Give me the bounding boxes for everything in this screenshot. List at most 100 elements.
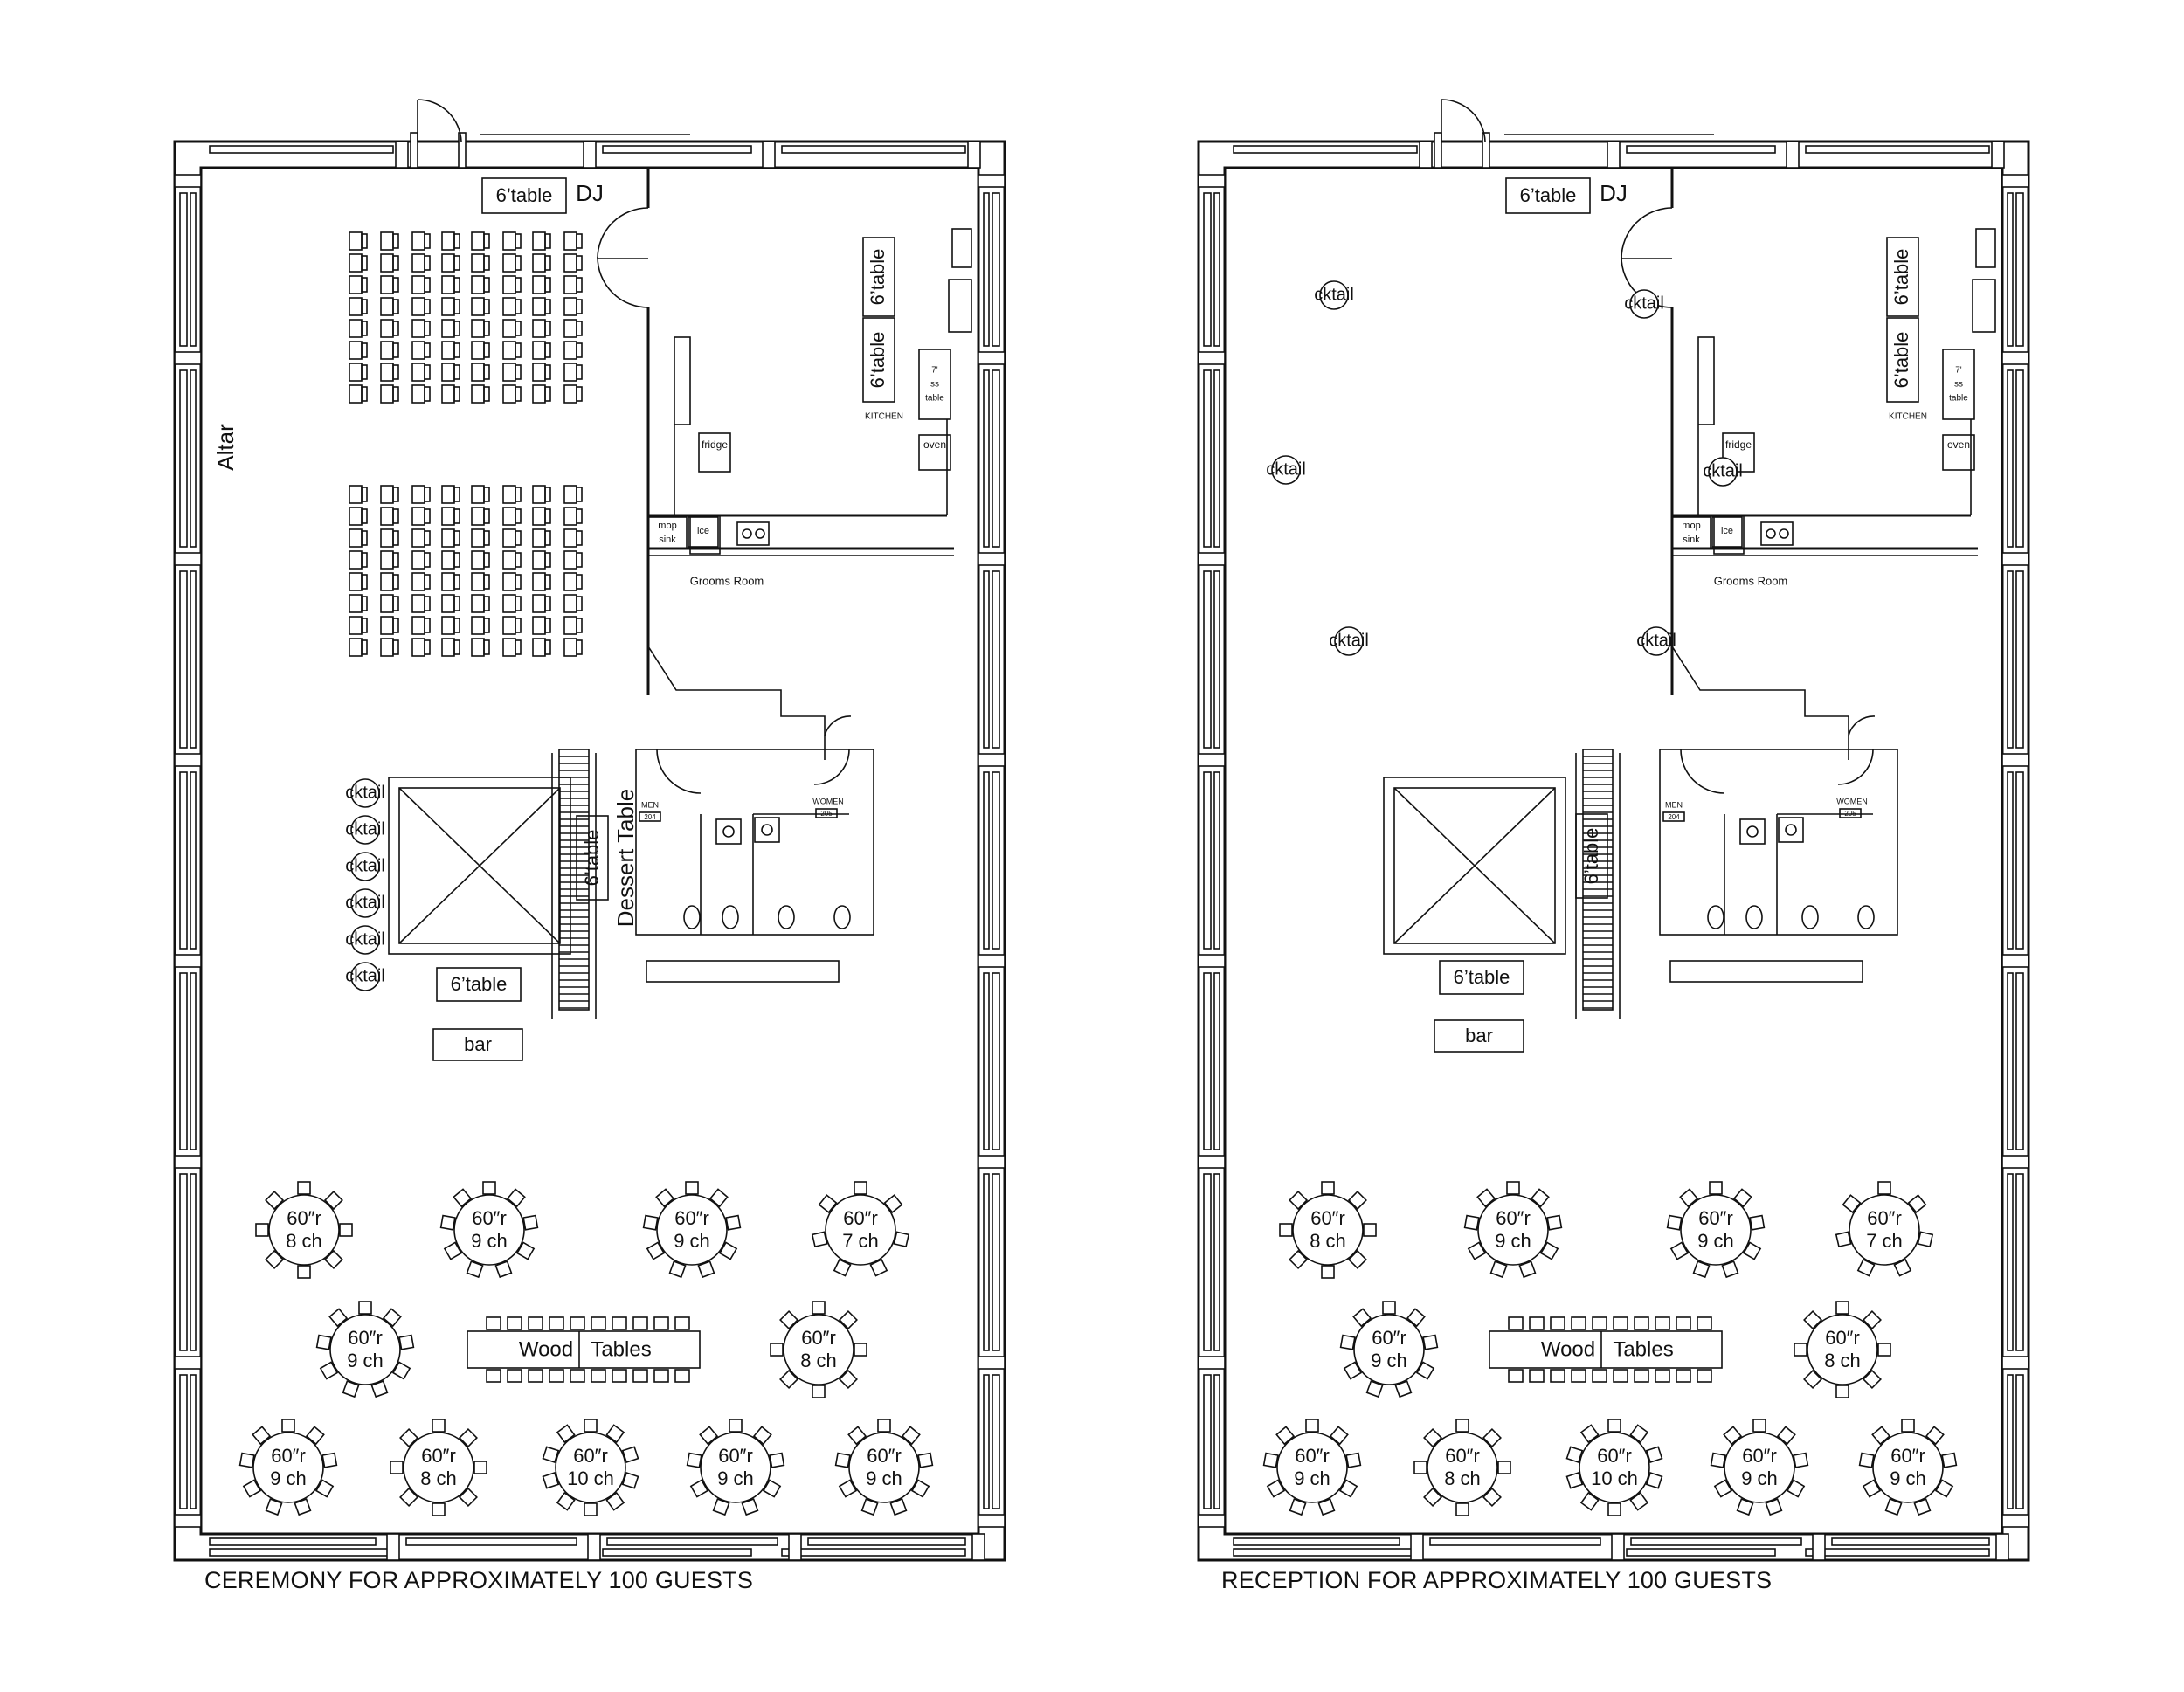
table-chairs-label: 9 ch bbox=[1890, 1468, 1926, 1489]
chair-back bbox=[453, 255, 460, 271]
chair-back bbox=[453, 299, 460, 314]
ceremony-chair bbox=[471, 594, 485, 613]
table-chairs-label: 9 ch bbox=[1697, 1230, 1734, 1252]
men-room-number: 204 bbox=[644, 813, 656, 821]
pillar bbox=[2001, 1155, 2029, 1169]
chair bbox=[653, 1369, 669, 1383]
round-table: 60″r8 ch bbox=[1794, 1301, 1891, 1398]
chair bbox=[1934, 1479, 1954, 1498]
chair bbox=[1666, 1214, 1683, 1231]
counter bbox=[674, 336, 691, 425]
chair bbox=[1765, 1498, 1783, 1516]
cocktail-label: cktail bbox=[345, 966, 385, 985]
window bbox=[179, 771, 188, 950]
chair bbox=[1497, 1461, 1511, 1474]
chair-back bbox=[453, 277, 460, 293]
chair bbox=[370, 1380, 389, 1398]
chair bbox=[549, 1369, 564, 1383]
cocktail-table bbox=[1629, 289, 1659, 319]
room-number-box bbox=[815, 808, 838, 818]
chair bbox=[847, 1426, 867, 1446]
sink-box bbox=[1778, 817, 1804, 843]
window bbox=[992, 1374, 1000, 1509]
chair bbox=[674, 1316, 690, 1330]
window bbox=[983, 192, 990, 347]
chair bbox=[1262, 1452, 1279, 1468]
chair-back bbox=[453, 508, 460, 524]
table-size-label: 60″r bbox=[573, 1445, 608, 1467]
prep-table bbox=[862, 317, 895, 403]
chair bbox=[1877, 1343, 1891, 1357]
round-table: 60″r8 ch bbox=[1413, 1419, 1511, 1516]
chair bbox=[432, 1502, 446, 1516]
chair-back bbox=[424, 299, 431, 314]
pillar bbox=[1812, 1533, 1826, 1561]
pillar bbox=[978, 1356, 1006, 1370]
prep-table-label: 6’table bbox=[1890, 249, 1912, 306]
table-size-label: 60″r bbox=[1698, 1207, 1733, 1229]
chair bbox=[458, 1428, 478, 1448]
window bbox=[2007, 369, 2014, 548]
chair-back bbox=[515, 508, 522, 524]
window bbox=[983, 369, 990, 548]
chair bbox=[883, 1194, 903, 1214]
pillar bbox=[174, 1514, 202, 1528]
pillar bbox=[2001, 954, 2029, 968]
ceremony-chair bbox=[349, 572, 363, 591]
chair-back bbox=[544, 255, 551, 271]
chair bbox=[1546, 1214, 1563, 1231]
ceremony-chair bbox=[471, 507, 485, 526]
round-table: 60″r8 ch bbox=[390, 1419, 487, 1516]
ceremony-chair bbox=[411, 341, 425, 360]
table-chairs-label: 10 ch bbox=[1591, 1468, 1638, 1489]
chair-back bbox=[576, 321, 583, 336]
ceremony-chair bbox=[563, 275, 577, 294]
chair bbox=[1289, 1249, 1309, 1269]
chair bbox=[1723, 1426, 1743, 1446]
counter bbox=[1697, 336, 1715, 425]
window bbox=[209, 145, 394, 154]
window bbox=[1805, 1548, 1990, 1557]
cake-table-box bbox=[436, 967, 522, 1002]
ceremony-chair bbox=[563, 363, 577, 382]
restroom-door-swing bbox=[1837, 749, 1874, 785]
toilet bbox=[1801, 905, 1819, 929]
ice-box bbox=[1711, 516, 1743, 548]
chair bbox=[612, 1316, 627, 1330]
chair bbox=[1732, 1188, 1752, 1208]
chair bbox=[725, 1214, 742, 1231]
pillar bbox=[174, 1155, 202, 1169]
pillar bbox=[1198, 552, 1226, 566]
chair bbox=[570, 1316, 585, 1330]
ceremony-chair bbox=[349, 616, 363, 635]
pillar bbox=[587, 1533, 601, 1561]
restroom-door-swing bbox=[824, 715, 852, 736]
chair bbox=[1279, 1223, 1293, 1237]
ceremony-chair bbox=[532, 638, 546, 657]
chair-back bbox=[576, 364, 583, 380]
ceremony-chair bbox=[349, 485, 363, 504]
oven-box bbox=[918, 434, 951, 471]
cocktail-table bbox=[1334, 626, 1364, 656]
chair bbox=[252, 1426, 272, 1446]
ceremony-chair bbox=[380, 485, 394, 504]
chair bbox=[1579, 1424, 1600, 1444]
ceremony-chair bbox=[563, 319, 577, 338]
chair-back bbox=[361, 508, 368, 524]
chair bbox=[1862, 1479, 1882, 1498]
chair bbox=[486, 1369, 501, 1383]
chair-back bbox=[483, 596, 490, 611]
table-chairs-label: 8 ch bbox=[420, 1468, 457, 1489]
toilet bbox=[1857, 905, 1875, 929]
chair bbox=[1842, 1194, 1862, 1214]
table-chairs-label: 9 ch bbox=[471, 1230, 508, 1252]
ceremony-chair bbox=[471, 485, 485, 504]
table-size-label: 60″r bbox=[287, 1207, 321, 1229]
pillar bbox=[788, 1533, 802, 1561]
table-size-label: 60″r bbox=[718, 1445, 753, 1467]
chair bbox=[689, 1479, 709, 1498]
cocktail-label: cktail bbox=[1703, 461, 1743, 480]
chair-back bbox=[483, 255, 490, 271]
toilet bbox=[1707, 905, 1724, 929]
